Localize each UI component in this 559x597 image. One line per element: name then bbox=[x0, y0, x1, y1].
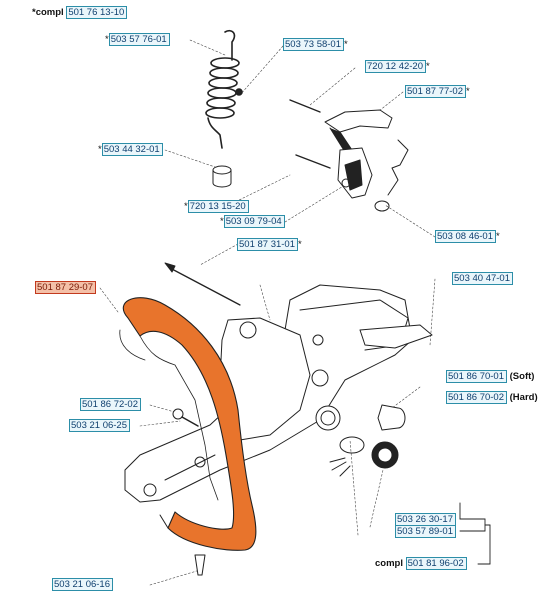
label-prefix: * bbox=[184, 201, 188, 212]
bushing-illustration bbox=[212, 165, 232, 188]
coil-spring-illustration bbox=[205, 29, 243, 149]
part-number[interactable]: 501 86 70-02 bbox=[446, 391, 507, 404]
part-number[interactable]: 503 57 89-01 bbox=[395, 525, 456, 538]
part-number[interactable]: 501 86 72-02 bbox=[80, 398, 141, 411]
label-housing[interactable]: 503 40 47-01 bbox=[452, 272, 513, 285]
spring-clip-illustration bbox=[374, 139, 409, 212]
label-cap[interactable]: 503 57 89-01 bbox=[395, 525, 456, 538]
label-bushing[interactable]: *503 44 32-01 bbox=[98, 143, 163, 156]
label-damper-hard[interactable]: 501 86 70-02 (Hard) bbox=[446, 391, 538, 404]
label-prefix: * bbox=[105, 34, 109, 45]
damper-illustration bbox=[377, 404, 406, 431]
label-damper-soft[interactable]: 501 86 70-01 (Soft) bbox=[446, 370, 535, 383]
label-suffix: * bbox=[466, 86, 470, 97]
label-screw-mid[interactable]: 503 21 06-25 bbox=[69, 419, 130, 432]
label-suffix: * bbox=[426, 61, 430, 72]
label-suffix: * bbox=[344, 39, 348, 50]
label-prefix: compl bbox=[375, 558, 406, 569]
label-screw-bottom[interactable]: 503 21 06-16 bbox=[52, 578, 113, 591]
screws-illustration bbox=[172, 408, 206, 576]
label-compl-bottom[interactable]: compl 501 81 96-02 bbox=[375, 557, 467, 570]
label-suffix: (Hard) bbox=[507, 392, 538, 403]
label-pin-mid[interactable]: *720 13 15-20 bbox=[184, 200, 249, 213]
label-spring[interactable]: *503 57 76-01 bbox=[105, 33, 170, 46]
label-prefix: * bbox=[98, 144, 102, 155]
part-number[interactable]: 503 26 30-17 bbox=[395, 513, 456, 526]
part-number[interactable]: 503 40 47-01 bbox=[452, 272, 513, 285]
compl-bracket bbox=[459, 502, 491, 565]
part-number[interactable]: 503 57 76-01 bbox=[108, 33, 170, 46]
throttle-trigger-illustration bbox=[324, 109, 393, 153]
label-prefix: * bbox=[220, 216, 224, 227]
label-bracket[interactable]: 501 86 72-02 bbox=[80, 398, 141, 411]
part-number[interactable]: 503 73 58-01 bbox=[283, 38, 344, 51]
label-rod[interactable]: 501 87 31-01* bbox=[237, 238, 302, 251]
rod-illustration bbox=[164, 262, 241, 306]
housing-illustration bbox=[124, 284, 433, 503]
part-number[interactable]: 501 86 70-01 bbox=[446, 370, 507, 383]
part-number[interactable]: 501 87 77-02 bbox=[405, 85, 466, 98]
part-number[interactable]: 503 08 46-01 bbox=[435, 230, 496, 243]
label-handlebar[interactable]: 501 87 29-07 bbox=[35, 281, 96, 294]
o-ring-and-cap-illustration bbox=[329, 436, 399, 477]
label-suffix: * bbox=[496, 231, 500, 242]
label-suffix: (Soft) bbox=[507, 371, 535, 382]
label-compl-top[interactable]: *compl 501 76 13-10 bbox=[32, 6, 128, 19]
part-number[interactable]: 501 76 13-10 bbox=[66, 6, 128, 19]
part-number[interactable]: 503 09 79-04 bbox=[223, 215, 285, 228]
label-prefix: *compl bbox=[32, 7, 67, 18]
label-lever[interactable]: *503 09 79-04 bbox=[220, 215, 285, 228]
label-throttle[interactable]: 501 87 77-02* bbox=[405, 85, 470, 98]
label-oring[interactable]: 503 26 30-17 bbox=[395, 513, 456, 526]
lever-illustration bbox=[337, 147, 373, 199]
part-number[interactable]: 503 21 06-16 bbox=[52, 578, 113, 591]
label-pin-top[interactable]: 720 12 42-20* bbox=[365, 60, 430, 73]
part-number[interactable]: 720 12 42-20 bbox=[365, 60, 426, 73]
part-number[interactable]: 501 81 96-02 bbox=[405, 557, 467, 570]
label-spring-clip[interactable]: 503 08 46-01* bbox=[435, 230, 500, 243]
handlebar-illustration bbox=[119, 297, 257, 551]
part-number[interactable]: 501 87 29-07 bbox=[35, 281, 96, 294]
pins-illustration bbox=[289, 99, 331, 169]
leader-lines bbox=[99, 39, 436, 586]
label-suffix: * bbox=[298, 239, 302, 250]
part-number[interactable]: 503 21 06-25 bbox=[69, 419, 130, 432]
label-top-right-1[interactable]: 503 73 58-01* bbox=[283, 38, 348, 51]
part-number[interactable]: 501 87 31-01 bbox=[237, 238, 298, 251]
part-number[interactable]: 503 44 32-01 bbox=[101, 143, 163, 156]
part-number[interactable]: 720 13 15-20 bbox=[187, 200, 249, 213]
